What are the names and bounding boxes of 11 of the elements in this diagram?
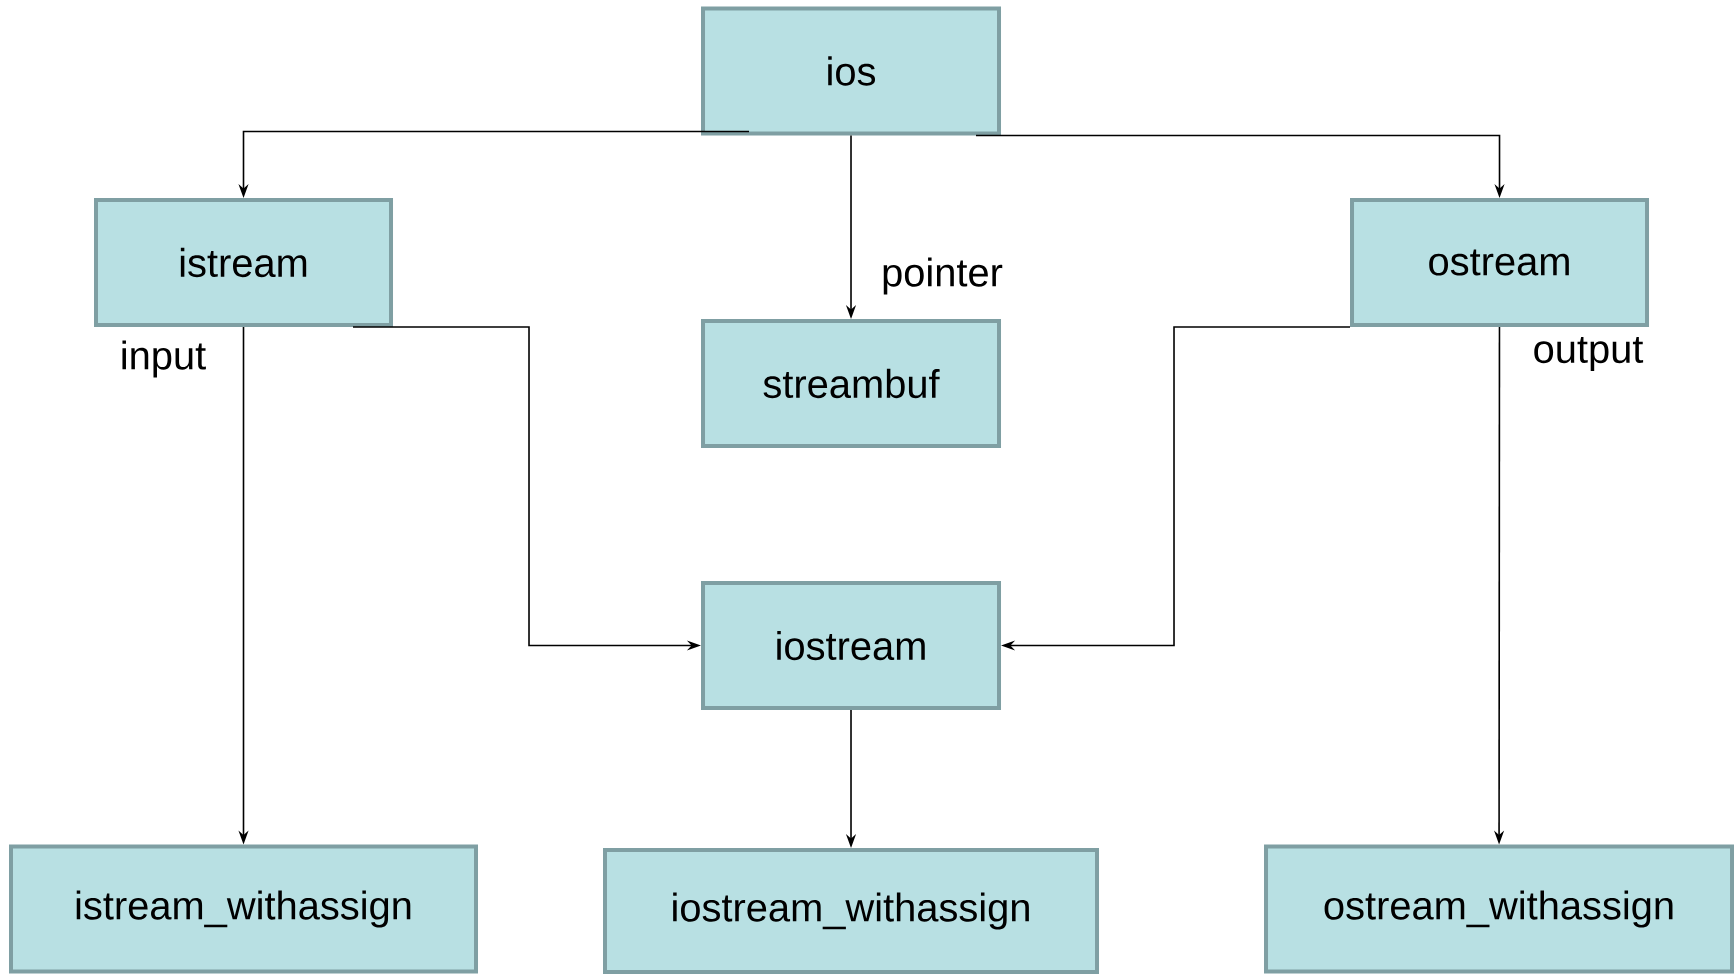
class-box: ostream_withassign xyxy=(1264,844,1734,974)
edge-label: output xyxy=(1534,337,1644,371)
class-box: iostream xyxy=(701,581,1001,710)
edge-label: pointer xyxy=(883,257,1003,295)
class-box: streambuf xyxy=(701,319,1001,448)
class-box: ios xyxy=(701,6,1001,136)
class-box: ostream xyxy=(1350,198,1649,327)
class-box: istream xyxy=(94,198,393,327)
class-box: istream_withassign xyxy=(9,844,478,974)
edge-label: input xyxy=(122,340,206,378)
class-box: iostream_withassign xyxy=(603,848,1099,974)
